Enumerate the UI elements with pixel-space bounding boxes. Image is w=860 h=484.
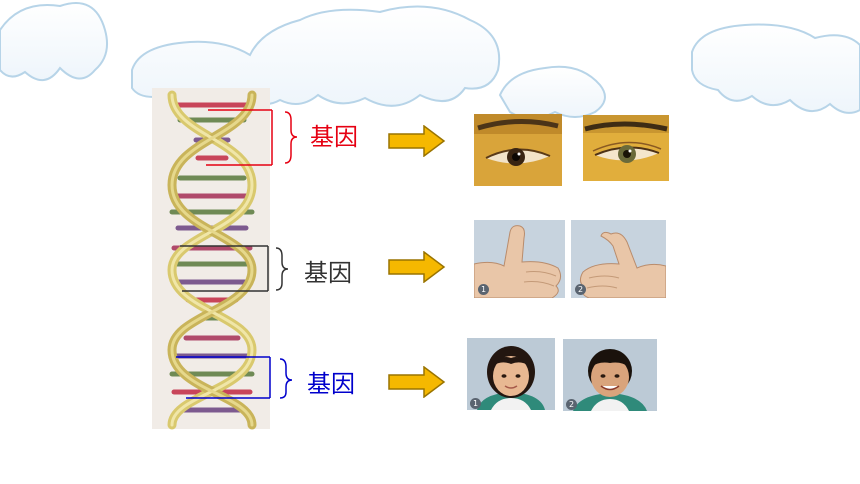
gene-bracket-2 [180,245,289,292]
dna-backbone-strands [167,90,257,430]
cloud-right [691,23,860,114]
gene-label-2: 基因 [304,259,352,287]
single-eyelid-eye-photo [474,114,562,186]
gene-label-1: 基因 [310,123,358,151]
boy-portrait-photo: 2 [563,339,657,411]
cloud-left [0,2,108,81]
girl-portrait-photo: 1 [467,338,555,410]
photo-number-badge: 1 [478,284,489,295]
arrow-right-icon [388,125,446,157]
gene-label-3: 基因 [307,370,355,398]
double-eyelid-eye-photo [583,115,669,181]
straight-thumb-photo: 1 [474,220,565,298]
photo-number-badge: 2 [566,399,577,410]
gene-bracket-3 [176,356,293,399]
gene-bracket-1 [206,109,298,166]
photo-number-badge: 2 [575,284,586,295]
arrow-right-icon [388,251,446,283]
photo-number-badge: 1 [470,398,481,409]
cloud-middle [131,5,606,120]
bent-thumb-photo: 2 [571,220,666,298]
arrow-right-icon [388,366,446,398]
